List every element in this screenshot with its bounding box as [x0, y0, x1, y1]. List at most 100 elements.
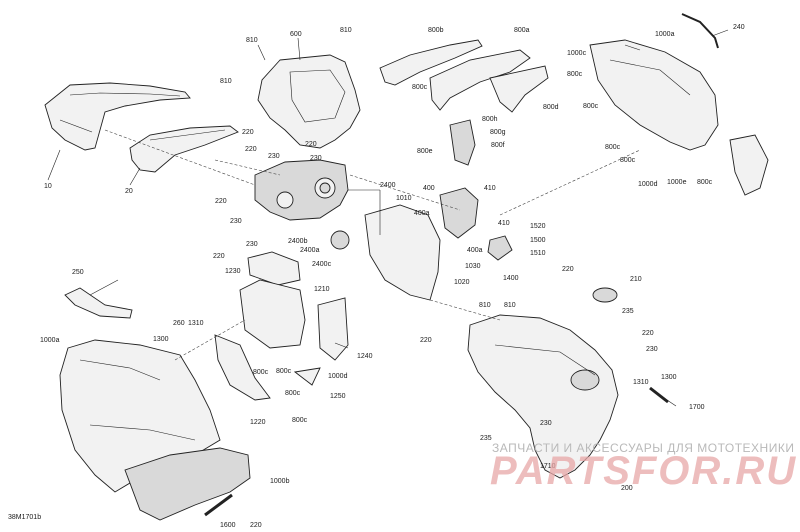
part-800b-shape	[379, 39, 483, 86]
callout-240: 240	[733, 24, 745, 31]
callout-220-e: 220	[213, 253, 225, 260]
callout-2400: 2400	[380, 182, 396, 189]
callout-810-a: 810	[246, 37, 258, 44]
callout-600: 600	[290, 31, 302, 38]
callout-220-c: 220	[245, 146, 257, 153]
leader-lines	[47, 29, 729, 407]
callout-800c-b: 800c	[276, 368, 292, 375]
callout-400a-b: 400a	[467, 247, 483, 254]
part-200-shape	[467, 314, 619, 479]
callout-235-b: 235	[480, 435, 492, 442]
part-1700-shape	[649, 386, 669, 404]
callout-1210: 1210	[314, 286, 330, 293]
callout-230-a: 230	[268, 153, 280, 160]
part-1010-shape	[364, 204, 441, 301]
part-10-shape	[44, 82, 191, 151]
callout-10: 10	[44, 183, 52, 190]
callout-800c-j: 800c	[697, 179, 713, 186]
callout-1240: 1240	[357, 353, 373, 360]
callout-400: 400	[423, 185, 435, 192]
callout-1710: 1710	[540, 463, 556, 470]
part-20-shape	[129, 125, 239, 173]
part-1210-shape	[239, 279, 306, 349]
part-400-shape	[439, 187, 479, 239]
callout-1000d-left: 1000d	[328, 373, 348, 380]
callout-1520: 1520	[530, 223, 546, 230]
assembly-guide-lines	[104, 129, 641, 361]
callout-1010: 1010	[396, 195, 412, 202]
callout-810-e: 810	[504, 302, 516, 309]
callout-1300-left: 1300	[153, 336, 169, 343]
part-1220-shape	[214, 334, 271, 401]
callout-1500: 1500	[530, 237, 546, 244]
callout-220-b: 220	[305, 141, 317, 148]
callout-800c-i: 800c	[620, 157, 636, 164]
part-2400a-shape	[330, 230, 350, 250]
part-800f-shape	[449, 119, 476, 166]
callout-1020: 1020	[454, 279, 470, 286]
part-1230-shape	[247, 251, 301, 286]
callout-1700: 1700	[689, 404, 705, 411]
callout-230-e: 230	[646, 346, 658, 353]
callout-1000d-right: 1000d	[638, 181, 658, 188]
callout-1000e: 1000e	[667, 179, 687, 186]
callout-400a-a: 400a	[414, 210, 430, 217]
callout-220-h: 220	[420, 337, 432, 344]
callout-1250: 1250	[330, 393, 346, 400]
part-210-shape	[592, 287, 618, 303]
callout-1510: 1510	[530, 250, 546, 257]
callout-2400b: 2400b	[288, 238, 308, 245]
callout-800d: 800d	[543, 104, 559, 111]
callout-220-g: 220	[562, 266, 574, 273]
parts-artwork	[44, 13, 769, 521]
callout-800c-f: 800c	[567, 71, 583, 78]
callout-235-a: 235	[622, 308, 634, 315]
callout-230-c: 230	[230, 218, 242, 225]
part-1500-shape	[487, 235, 513, 261]
callout-260: 260	[173, 320, 185, 327]
callout-1600: 1600	[220, 522, 236, 529]
part-800d-shape	[489, 65, 549, 113]
callout-2400a: 2400a	[300, 247, 320, 254]
callout-1030: 1030	[465, 263, 481, 270]
callout-220-d: 220	[215, 198, 227, 205]
callout-210: 210	[630, 276, 642, 283]
callout-230-f: 230	[540, 420, 552, 427]
callout-250: 250	[72, 269, 84, 276]
callout-800f: 800f	[491, 142, 505, 149]
callout-800h: 800h	[482, 116, 498, 123]
watermark-logo: PARTSFOR.RU	[490, 449, 797, 493]
callout-labels: 10 20 600 810 810 810 220 220 220 230 23…	[40, 24, 745, 529]
callout-1000c: 1000c	[567, 50, 587, 57]
part-1240-shape	[317, 297, 349, 361]
callout-800c-h: 800c	[605, 144, 621, 151]
callout-410-a: 410	[484, 185, 496, 192]
callout-220-a: 220	[242, 129, 254, 136]
diagram-code: 38M1701b	[8, 514, 41, 521]
callout-1230: 1230	[225, 268, 241, 275]
part-600-shape	[257, 54, 361, 149]
part-250-shape	[64, 287, 133, 319]
callout-1220: 1220	[250, 419, 266, 426]
callout-230-b: 230	[310, 155, 322, 162]
part-1250-shape	[293, 367, 321, 386]
callout-1000a-left: 1000a	[40, 337, 60, 344]
callout-800c-e: 800c	[412, 84, 428, 91]
callout-230-d: 230	[246, 241, 258, 248]
part-1600-shape	[204, 493, 233, 517]
callout-800c-d: 800c	[292, 417, 308, 424]
callout-810-c: 810	[220, 78, 232, 85]
callout-800c-c: 800c	[285, 390, 301, 397]
callout-810-b: 810	[340, 27, 352, 34]
callout-410-b: 410	[498, 220, 510, 227]
callout-20: 20	[125, 188, 133, 195]
callout-200: 200	[621, 485, 633, 492]
callout-1310-left: 1310	[188, 320, 204, 327]
callout-220-f: 220	[250, 522, 262, 529]
callout-1400: 1400	[503, 275, 519, 282]
watermark-text: ЗАПЧАСТИ И АКСЕССУАРЫ ДЛЯ МОТОТЕХНИКИ	[492, 441, 794, 455]
callout-800a: 800a	[514, 27, 530, 34]
callout-1000a-right: 1000a	[655, 31, 675, 38]
callout-800g: 800g	[490, 129, 506, 136]
